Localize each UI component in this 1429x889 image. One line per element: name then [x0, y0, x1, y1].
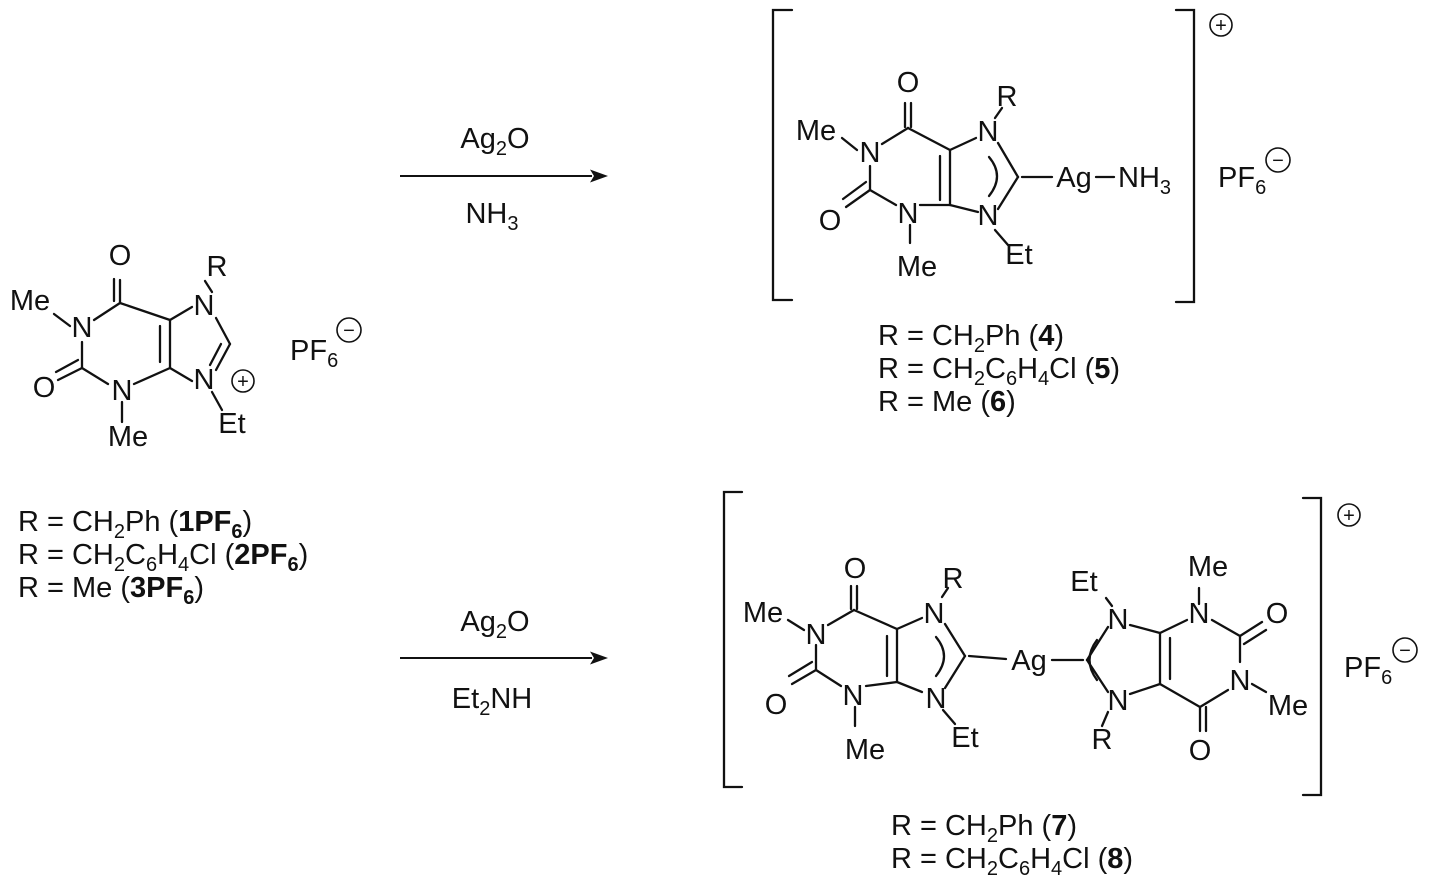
atom-n: N [72, 312, 93, 344]
minus-charge-sign: − [1399, 640, 1411, 662]
plus-charge-sign: + [1343, 505, 1355, 527]
counterion-label: PF6 [1344, 652, 1392, 689]
atom-r: R [1092, 724, 1113, 756]
atom-n: N [860, 137, 881, 169]
minus-charge-icon [1392, 637, 1418, 663]
product-top-structure: O N O N N N R Me Me Et Ag NH3 + [771, 8, 1233, 304]
atom-et: Et [951, 722, 978, 754]
plus-charge-icon [1209, 13, 1233, 37]
atom-et: Et [1005, 239, 1032, 271]
reagent-label: Ag2O [460, 123, 529, 160]
atom-n: N [806, 619, 827, 651]
atom-n: N [1108, 604, 1129, 636]
compound-label: R = Me (6) [878, 386, 1016, 418]
reagent-label: Ag2O [460, 606, 529, 643]
compound-label: R = CH2C6H4Cl (5) [878, 353, 1120, 390]
atom-et: Et [218, 408, 245, 440]
compound-label: R = CH2C6H4Cl (2PF6) [18, 539, 308, 576]
compound-label: R = CH2Ph (4) [878, 320, 1064, 357]
compound-label: R = CH2Ph (7) [891, 810, 1077, 847]
atom-n: N [843, 680, 864, 712]
atom-o: O [819, 205, 842, 237]
reaction-arrow-top: Ag2O NH3 [400, 123, 608, 235]
atom-o: O [765, 689, 788, 721]
atom-nh3: NH3 [1118, 162, 1171, 199]
counterion-label: PF6 [290, 335, 338, 372]
plus-charge-icon [231, 369, 255, 393]
compound-label: R = CH2C6H4Cl (8) [891, 843, 1133, 880]
atom-ag: Ag [1056, 162, 1091, 194]
atom-n: N [1230, 665, 1251, 697]
atom-ag: Ag [1011, 645, 1046, 677]
atom-n: N [1108, 685, 1129, 717]
starting-material-labels: R = CH2Ph (1PF6) R = CH2C6H4Cl (2PF6) R … [18, 506, 308, 609]
compound-label: R = CH2Ph (1PF6) [18, 506, 252, 543]
atom-me: Me [796, 115, 836, 147]
counterion-bottom: PF6 − [1344, 637, 1418, 689]
atom-me: Me [108, 421, 148, 453]
atom-n: N [978, 200, 999, 232]
product-bottom-labels: R = CH2Ph (7) R = CH2C6H4Cl (8) [891, 810, 1133, 880]
atom-n: N [112, 375, 133, 407]
plus-charge-sign: + [237, 371, 249, 393]
atom-n: N [1189, 598, 1210, 630]
atom-o: O [844, 553, 867, 585]
minus-charge-icon [336, 317, 362, 343]
atom-me: Me [1268, 690, 1308, 722]
plus-charge-sign: + [1215, 15, 1227, 37]
atom-me: Me [10, 285, 50, 317]
atom-o: O [1189, 735, 1212, 767]
atom-o: O [109, 240, 132, 272]
compound-label: R = Me (3PF6) [18, 572, 204, 609]
atom-r: R [943, 563, 964, 595]
counterion-label: PF6 [1218, 162, 1266, 199]
arrowhead-icon [590, 651, 608, 665]
starting-material-structure: O N O N N N R Me Me Et + [10, 240, 255, 453]
atom-me: Me [743, 597, 783, 629]
minus-charge-sign: − [1272, 150, 1284, 172]
atom-et: Et [1070, 566, 1097, 598]
reagent-label: NH3 [465, 198, 518, 235]
reagent-label: Et2NH [452, 683, 532, 720]
product-bottom-structure: O N O N N N R Me Me Et Ag Et N N R Me N … [722, 490, 1361, 797]
atom-n: N [898, 198, 919, 230]
product-top-labels: R = CH2Ph (4) R = CH2C6H4Cl (5) R = Me (… [878, 320, 1120, 418]
atom-n: N [924, 598, 945, 630]
atom-r: R [997, 81, 1018, 113]
counterion-top: PF6 − [1218, 147, 1291, 199]
arrowhead-icon [590, 169, 608, 183]
atom-o: O [33, 372, 56, 404]
atom-me: Me [1188, 551, 1228, 583]
atom-me: Me [845, 734, 885, 766]
atom-o: O [897, 67, 920, 99]
atom-o: O [1266, 598, 1289, 630]
minus-charge-sign: − [343, 320, 355, 342]
minus-charge-icon [1265, 147, 1291, 173]
atom-me: Me [897, 251, 937, 283]
atom-n: N [194, 364, 215, 396]
counterion-starting: PF6 − [290, 317, 362, 372]
plus-charge-icon [1337, 503, 1361, 527]
atom-r: R [207, 251, 228, 283]
atom-n: N [194, 290, 215, 322]
atom-n: N [926, 683, 947, 715]
reaction-arrow-bottom: Ag2O Et2NH [400, 606, 608, 720]
atom-n: N [978, 116, 999, 148]
